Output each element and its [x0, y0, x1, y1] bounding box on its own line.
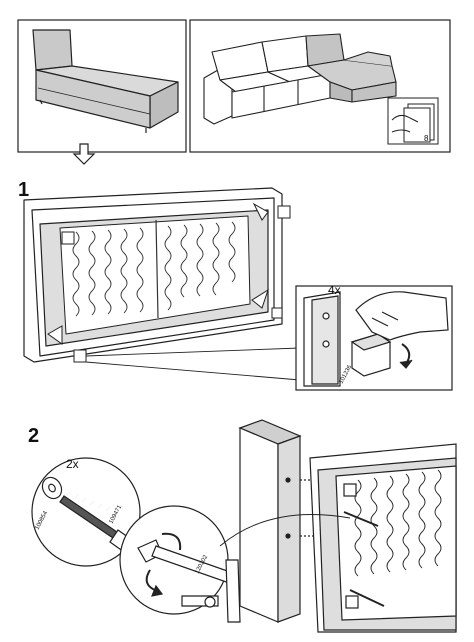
sofa-panel: 8: [189, 19, 451, 153]
zoom-lines: [85, 347, 301, 381]
chaise-illustration: [32, 29, 179, 133]
chaise-panel: [17, 19, 187, 153]
wrench-detail: [119, 505, 241, 623]
step-1-detail-box: [295, 285, 453, 391]
page-reference-icon: [387, 97, 439, 145]
guide-line: [219, 514, 351, 547]
step-1-quantity: 4x: [328, 283, 341, 297]
hardware-detail: [31, 457, 141, 567]
corner-blocks: [47, 202, 291, 363]
step-1-number: 1: [18, 179, 29, 201]
page-reference-number: 8: [424, 134, 429, 143]
down-arrow-icon: [72, 143, 96, 165]
step-2-number: 2: [28, 425, 39, 447]
sofa-illustration: [203, 33, 397, 125]
spring-grid: [72, 219, 236, 319]
step-1-frame: [23, 187, 283, 363]
armrest-panel: [238, 419, 320, 623]
step-2-frame: [309, 443, 457, 633]
allen-wrench-icon: [137, 539, 241, 623]
step-2-quantity: 2x: [66, 457, 79, 471]
